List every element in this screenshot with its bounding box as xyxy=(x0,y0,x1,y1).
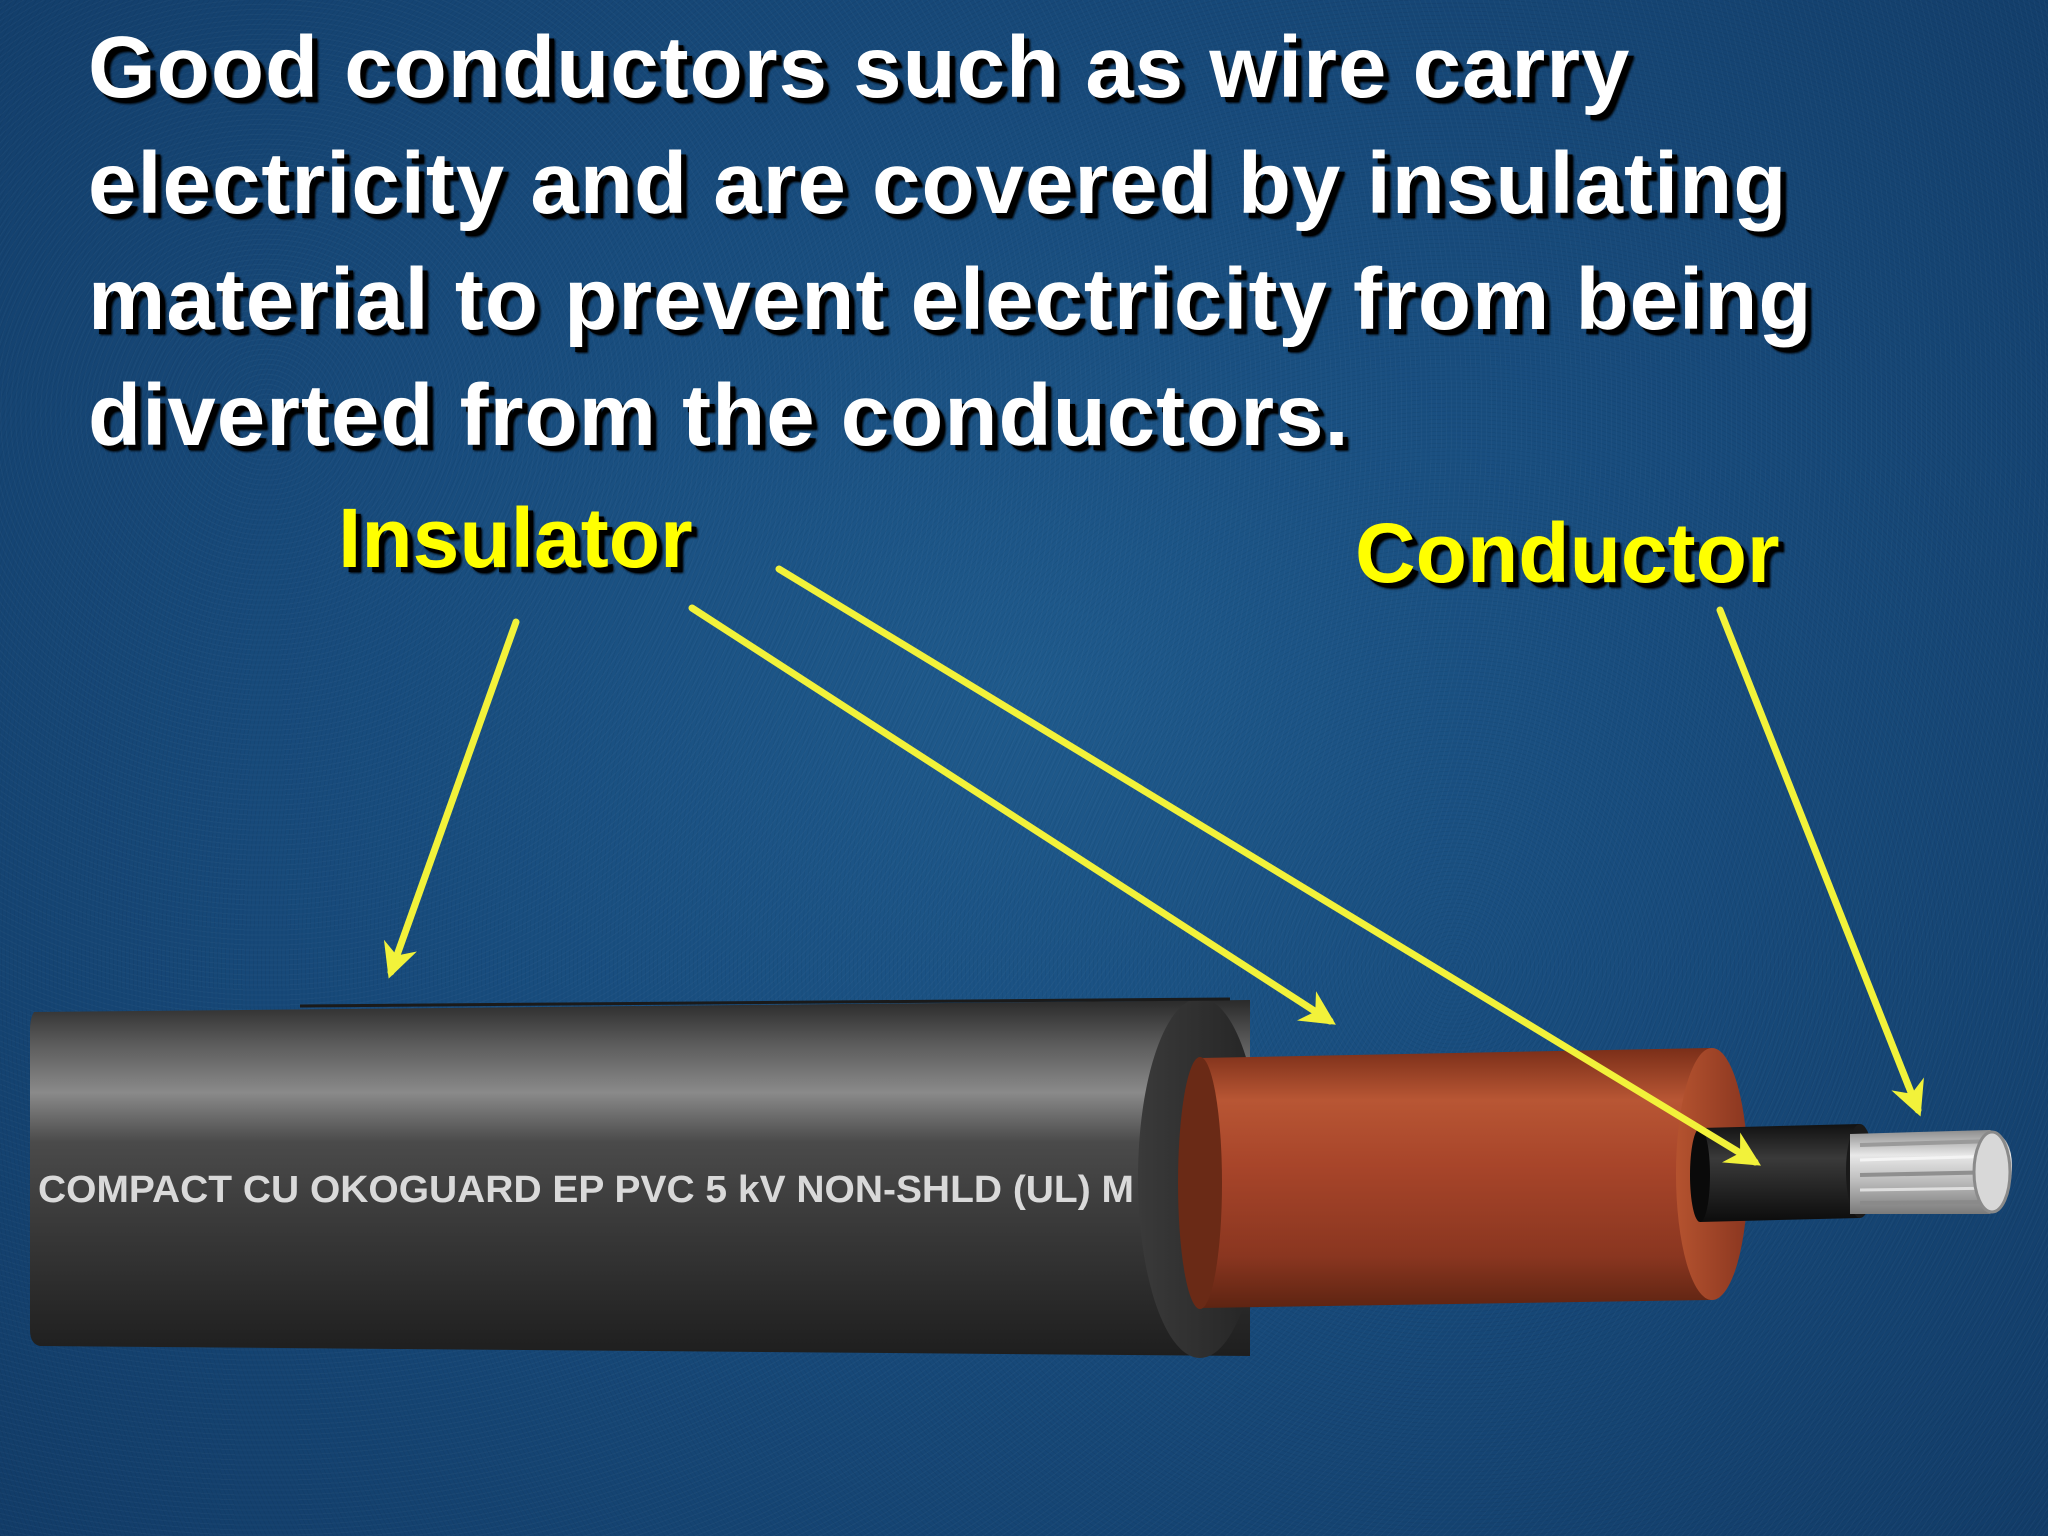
heading-line-2: electricity and are covered by insulatin… xyxy=(88,135,1788,232)
cable-printed-text: COMPACT CU OKOGUARD EP PVC 5 kV NON-SHLD… xyxy=(38,1169,1134,1211)
insulator-label: Insulator xyxy=(338,491,693,585)
heading-line-4: diverted from the conductors. xyxy=(88,367,1350,464)
conductor-strands xyxy=(1850,1130,2012,1214)
arrow-conductor xyxy=(1716,606,1924,1117)
slide-heading: Good conductors such as wire carry elect… xyxy=(88,10,2008,474)
inner-insulation xyxy=(1178,1048,1748,1309)
arrow-insulator-inner xyxy=(688,604,1336,1025)
conductor-label: Conductor xyxy=(1355,506,1780,600)
callout-arrows xyxy=(383,565,1924,1166)
heading-line-1: Good conductors such as wire carry xyxy=(88,19,1631,116)
arrow-insulator-outer xyxy=(383,618,520,979)
heading-line-3: material to prevent electricity from bei… xyxy=(88,251,1813,348)
arrow-insulator-conductor-jacket xyxy=(775,565,1761,1166)
